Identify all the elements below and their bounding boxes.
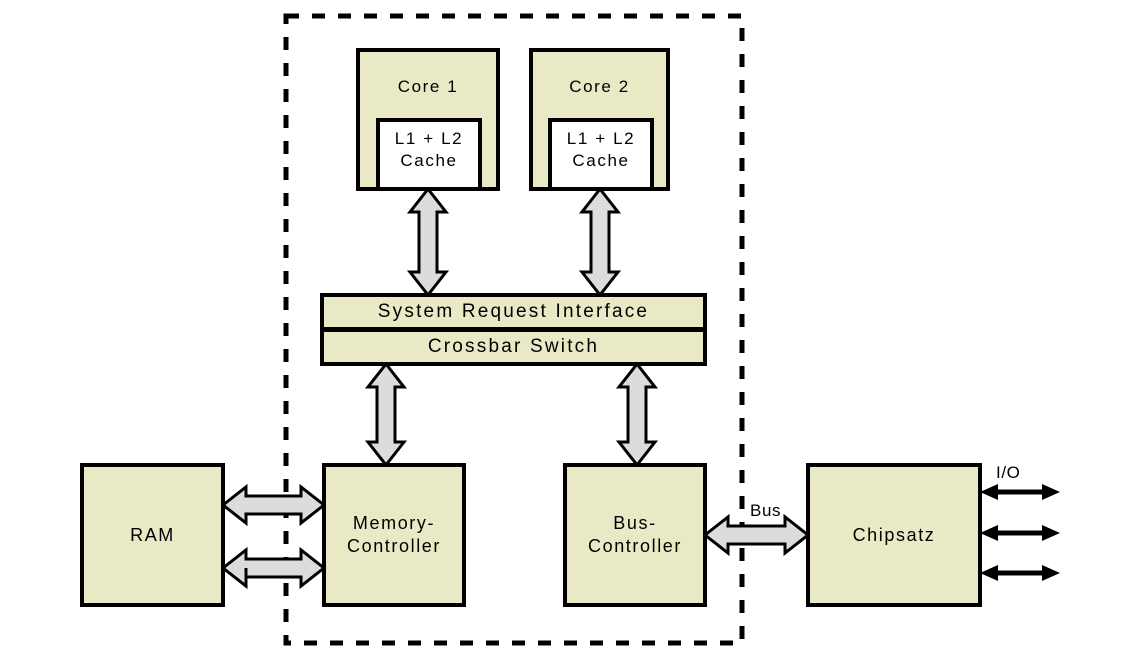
connector-bus-controller-to-chipsatz (702, 513, 811, 557)
connector-crossbar-to-memory-controller (364, 361, 408, 468)
block-chipsatz[interactable] (806, 463, 982, 607)
connector-crossbar-to-bus-controller (615, 361, 659, 468)
block-bus-controller[interactable] (563, 463, 707, 607)
cpu-die-boundary (283, 13, 745, 646)
block-memory-controller[interactable] (322, 463, 466, 607)
connector-core1-to-sri (406, 186, 450, 298)
connector-core2-to-sri (578, 186, 622, 298)
connector-chipsatz-io-2 (980, 525, 1060, 541)
block-crossbar-switch[interactable] (320, 328, 707, 366)
connector-chipsatz-io-3 (980, 565, 1060, 581)
connector-ram-to-memory-controller-lower (220, 546, 327, 590)
block-core1-cache[interactable] (376, 118, 482, 191)
block-core2-cache[interactable] (548, 118, 654, 191)
connector-chipsatz-io-1 (980, 484, 1060, 500)
block-system-request-interface[interactable] (320, 293, 707, 331)
block-ram[interactable] (80, 463, 225, 607)
connector-ram-to-memory-controller-upper (220, 483, 327, 527)
